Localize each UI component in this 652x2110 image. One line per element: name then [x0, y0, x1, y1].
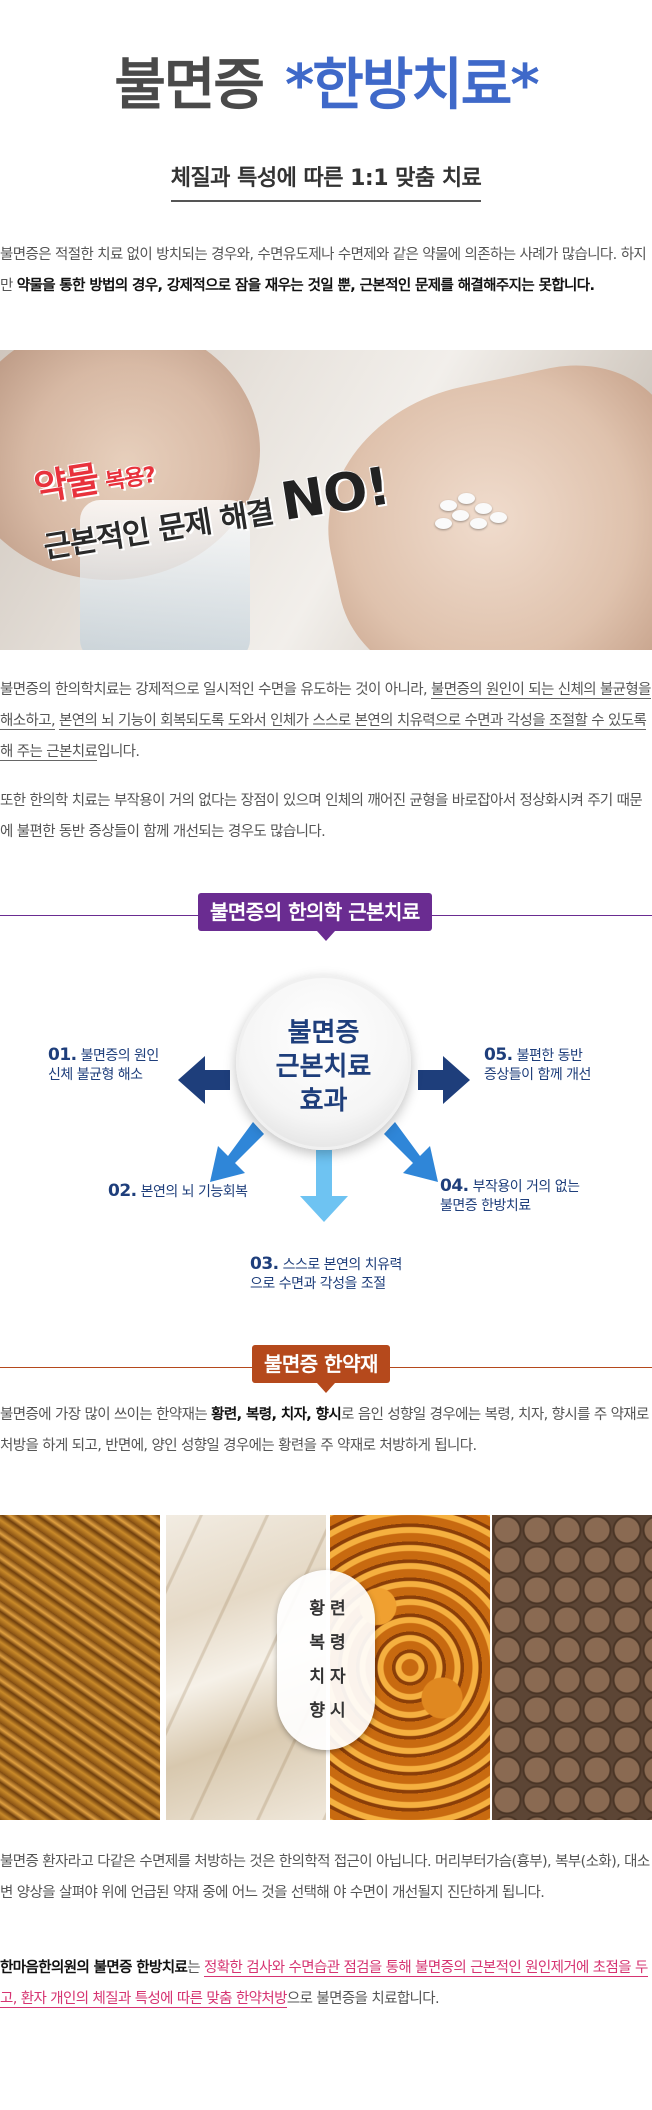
herbs-text: 로 음인 성향일 경우에는 복령, 치자, 향시를 주 약재로 처방을 하게 되…: [0, 1407, 649, 1454]
slogan-red-small: 복용?: [96, 462, 158, 497]
herb-name: 향시: [309, 1701, 351, 1721]
herb-names-badge: 황련 복령 치자 향시: [277, 1570, 375, 1750]
explain-text: 또한 한의학 치료는 부작용이 거의 없다는 장점이 있으며 인체의 깨어진 균…: [0, 793, 643, 840]
pill-icon: [440, 500, 457, 511]
herb-name: 황련: [309, 1599, 351, 1619]
herbs-text: 불면증에 가장 많이 쓰이는 한약재는: [0, 1407, 212, 1423]
outro-paragraph-2: 한마음한의원의 불면증 한방치료는 정확한 검사와 수면습관 점검을 통해 불면…: [0, 1953, 652, 2015]
explain-text: 입니다.: [97, 744, 140, 760]
circle-line-3: 효과: [299, 1086, 348, 1116]
effect-line: 불편한 동반: [512, 1048, 583, 1064]
pill-icon: [490, 512, 507, 523]
pill-icon: [435, 518, 452, 529]
herb-name: 치자: [309, 1667, 351, 1687]
effect-item-01: 01. 불면증의 원인 신체 불균형 해소: [48, 1046, 159, 1085]
effect-num: 05.: [484, 1045, 513, 1065]
effect-line: 불면증의 원인: [76, 1048, 160, 1064]
arrow-down-right-icon: [384, 1122, 438, 1182]
herb-photo-hwangryeon: [0, 1515, 160, 1820]
effect-line: 신체 불균형 해소: [48, 1067, 143, 1083]
explain-paragraph-2: 또한 한의학 치료는 부작용이 거의 없다는 장점이 있으며 인체의 깨어진 균…: [0, 786, 652, 848]
effect-num: 04.: [440, 1176, 469, 1196]
outro-paragraph-1: 불면증 환자라고 다같은 수면제를 처방하는 것은 한의학적 접근이 아닙니다.…: [0, 1847, 652, 1909]
effect-line: 증상들이 함께 개선: [484, 1067, 591, 1083]
outro-text: 는: [187, 1960, 205, 1976]
intro-bold-text: 약물을 통한 방법의 경우, 강제적으로 잠을 재우는 것일 뿐, 근본적인 문…: [16, 278, 595, 294]
section-header-herbs: 불면증 한약재: [0, 1345, 652, 1393]
explain-underline-2: 본연의 뇌 기능이 회복되도록 도와서 인체가 스스로 본연의 치유력으로 수면…: [0, 713, 647, 761]
explain-underline-1: 불면증의 원인이 되는 신체의 불균형을 해소하고,: [0, 682, 652, 730]
outro-text: 불면증 환자라고 다같은 수면제를 처방하는 것은 한의학적 접근이 아닙니다.…: [0, 1854, 650, 1901]
outro-highlight: 정확한 검사와 수면습관 점검을 통해 불면증의 근본적인 원인제거에 초점을 …: [0, 1960, 648, 2008]
page-title: 불면증 *한방치료*: [0, 40, 652, 121]
clinic-name: 한마음한의원의 불면증 한방치료: [0, 1960, 188, 1976]
section-label: 불면증 한약재: [252, 1345, 390, 1383]
herbs-bold-text: 황련, 복령, 치자, 향시: [211, 1407, 342, 1423]
treatment-effect-circle: 불면증 근본치료 효과: [236, 975, 411, 1150]
outro-text: 으로 불면증을 치료합니다.: [286, 1991, 440, 2007]
effect-item-04: 04. 부작용이 거의 없는 불면증 한방치료: [440, 1177, 580, 1216]
effect-num: 01.: [48, 1045, 77, 1065]
arrow-down-icon: [300, 1150, 348, 1222]
section-pointer-icon: [317, 1383, 335, 1393]
effect-line: 부작용이 거의 없는: [468, 1179, 580, 1195]
section-header-treatment: 불면증의 한의학 근본치료: [0, 893, 652, 941]
circle-line-1: 불면증: [287, 1018, 360, 1048]
effect-num: 02.: [108, 1181, 137, 1201]
effect-item-02: 02. 본연의 뇌 기능회복: [108, 1182, 248, 1202]
effect-item-03: 03. 스스로 본연의 치유력 으로 수면과 각성을 조절: [250, 1255, 402, 1294]
pill-icon: [458, 493, 475, 504]
arrow-right-icon: [418, 1056, 470, 1104]
pill-icon: [470, 518, 487, 529]
hero-image: 약물 복용? 근본적인 문제 해결NO!: [0, 350, 652, 650]
effect-line: 불면증 한방치료: [440, 1198, 531, 1214]
title-main: 불면증: [114, 53, 265, 118]
section-label: 불면증의 한의학 근본치료: [198, 893, 432, 931]
effect-item-05: 05. 불편한 동반 증상들이 함께 개선: [484, 1046, 591, 1085]
arrow-left-icon: [178, 1056, 230, 1104]
water-glass-graphic: [80, 500, 250, 650]
effect-line: 스스로 본연의 치유력: [278, 1257, 403, 1273]
pill-icon: [475, 503, 492, 514]
pill-icon: [452, 510, 469, 521]
herb-name: 복령: [309, 1633, 351, 1653]
effect-arrows: [178, 1056, 470, 1222]
arrow-down-left-icon: [210, 1122, 264, 1182]
herbs-paragraph: 불면증에 가장 많이 쓰이는 한약재는 황련, 복령, 치자, 향시로 음인 성…: [0, 1400, 652, 1462]
intro-paragraph: 불면증은 적절한 치료 없이 방치되는 경우와, 수면유도제나 수면제와 같은 …: [0, 240, 652, 302]
explain-text: 불면증의 한의학치료는 강제적으로 일시적인 수면을 유도하는 것이 아니라,: [0, 682, 432, 698]
herb-photo-strip: [0, 1515, 652, 1820]
effect-num: 03.: [250, 1254, 279, 1274]
subtitle-text: 체질과 특성에 따른 1:1 맞춤 치료: [170, 160, 482, 202]
explain-paragraph-1: 불면증의 한의학치료는 강제적으로 일시적인 수면을 유도하는 것이 아니라, …: [0, 675, 652, 768]
page-subtitle: 체질과 특성에 따른 1:1 맞춤 치료: [0, 160, 652, 202]
circle-line-2: 근본치료: [275, 1052, 372, 1082]
section-pointer-icon: [317, 931, 335, 941]
effect-line: 본연의 뇌 기능회복: [136, 1184, 248, 1200]
effect-line: 으로 수면과 각성을 조절: [250, 1276, 386, 1292]
intro-text: 불면증은 적절한 치료 없이 방치되는 경우와, 수면유도제나 수면제와 같은 …: [0, 247, 647, 294]
herb-photo-hyangsi: [492, 1515, 652, 1820]
title-accent: *한방치료*: [284, 53, 540, 118]
slogan-red: 약물: [31, 458, 102, 510]
